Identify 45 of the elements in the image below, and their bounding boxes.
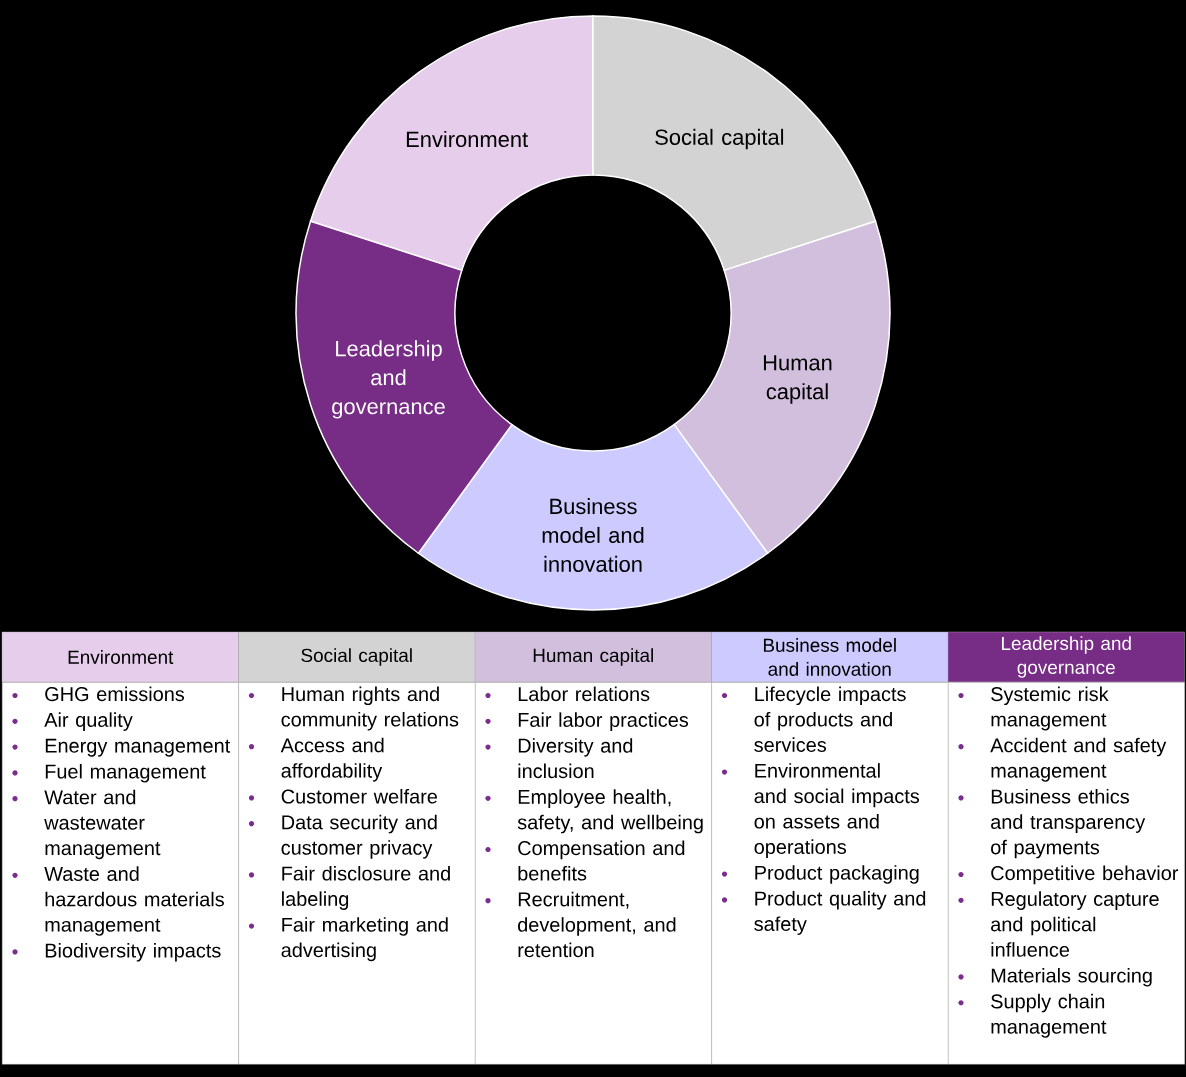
bullet-item: Data security and customer privacy <box>281 814 437 859</box>
table-cell <box>711 681 949 1065</box>
table-cell <box>475 681 712 1065</box>
bullet-item: Employee health, safety, and wellbeing <box>517 789 703 834</box>
donut-segment: Leadership and governance <box>295 220 513 554</box>
bullet-item: Energy management <box>45 738 231 757</box>
bullet-item: Labor relations <box>518 686 650 702</box>
bullet-item: Materials sourcing <box>991 968 1152 987</box>
bullet-item: Customer welfare <box>281 788 438 804</box>
header-cell: Leadership and governance <box>947 631 1185 683</box>
bullet-item: Lifecycle impacts of products and services <box>754 686 906 752</box>
bullet-item: Competitive behavior <box>991 865 1179 885</box>
donut-segment: Environment <box>309 15 594 272</box>
bullet-item: GHG emissions <box>45 686 185 702</box>
table-cell <box>948 681 1185 1065</box>
header-cell: Environment <box>1 631 239 683</box>
donut-segment: Social capital <box>592 15 877 272</box>
bullet-item: Product packaging <box>755 865 919 884</box>
bullet-item: Access and affordability <box>280 737 384 782</box>
table-cell <box>2 681 239 1065</box>
bullet-item: Accident and safety management <box>990 737 1167 782</box>
header-cell: Human capital <box>474 631 712 683</box>
bullet-item: Fair disclosure and labeling <box>282 865 450 910</box>
bullet-item: Business ethics and transparency of payments <box>991 788 1146 859</box>
header-cell: Social capital <box>238 631 476 683</box>
bullet-item: Biodiversity impacts <box>45 942 221 962</box>
bullet-item: Product quality and safety <box>754 890 926 935</box>
bullet-item: Water and wastewater management <box>44 789 161 860</box>
bullet-item: Air quality <box>44 712 133 731</box>
bullet-item: Recruitment, development, and retention <box>518 891 676 958</box>
bullet-item: Diversity and inclusion <box>518 738 633 779</box>
bullet-item: Environmental and social impacts on assets and operations <box>754 763 920 858</box>
table-cell <box>238 681 476 1065</box>
bullet-item: Human rights and community relations <box>281 686 459 731</box>
bullet-item: Supply chain management <box>991 993 1107 1038</box>
bullet-item: Fuel management <box>45 763 206 783</box>
donut-segment: Human capital <box>673 220 891 554</box>
bullet-item: Compensation and benefits <box>518 840 685 881</box>
bullet-item: Regulatory capture and political influence <box>991 891 1159 957</box>
bullet-item: Waste and hazardous materials management <box>44 866 224 936</box>
bullet-item: Fair labor practices <box>518 712 689 731</box>
bullet-item: Systemic risk management <box>991 686 1109 731</box>
donut-segment: Business model and innovation <box>417 423 769 611</box>
bullet-item: Fair marketing and advertising <box>281 917 448 962</box>
header-cell: Business model and innovation <box>711 631 949 683</box>
